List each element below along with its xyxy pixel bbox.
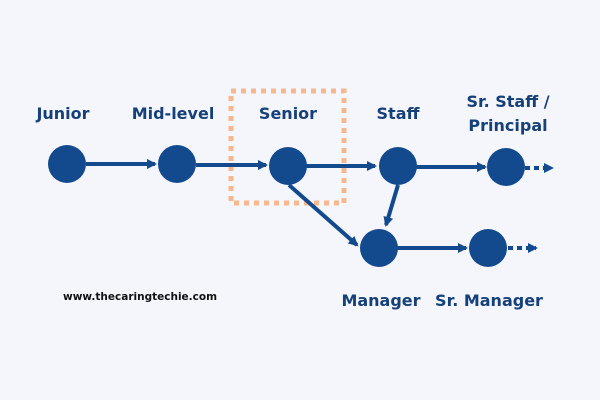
node-senior bbox=[269, 147, 307, 185]
node-manager bbox=[360, 229, 398, 267]
label-senior: Senior bbox=[258, 104, 318, 123]
label-sr-staff-line2: Principal bbox=[468, 116, 548, 135]
node-mid-level bbox=[158, 145, 196, 183]
edge-staff-manager bbox=[383, 184, 400, 227]
label-sr-manager: Sr. Manager bbox=[435, 291, 543, 310]
label-junior: Junior bbox=[36, 104, 90, 123]
node-staff bbox=[379, 147, 417, 185]
node-sr-manager bbox=[469, 229, 507, 267]
senior-highlight-box bbox=[228, 88, 347, 206]
edge-senior-manager bbox=[287, 183, 359, 247]
label-mid-level: Mid-level bbox=[131, 104, 215, 123]
label-manager: Manager bbox=[341, 291, 421, 310]
label-sr-staff-line1: Sr. Staff / bbox=[466, 92, 550, 111]
node-sr-staff bbox=[487, 148, 525, 186]
website-link[interactable]: www.thecaringtechie.com bbox=[63, 291, 218, 303]
node-junior bbox=[48, 145, 86, 183]
label-staff: Staff bbox=[376, 104, 420, 123]
